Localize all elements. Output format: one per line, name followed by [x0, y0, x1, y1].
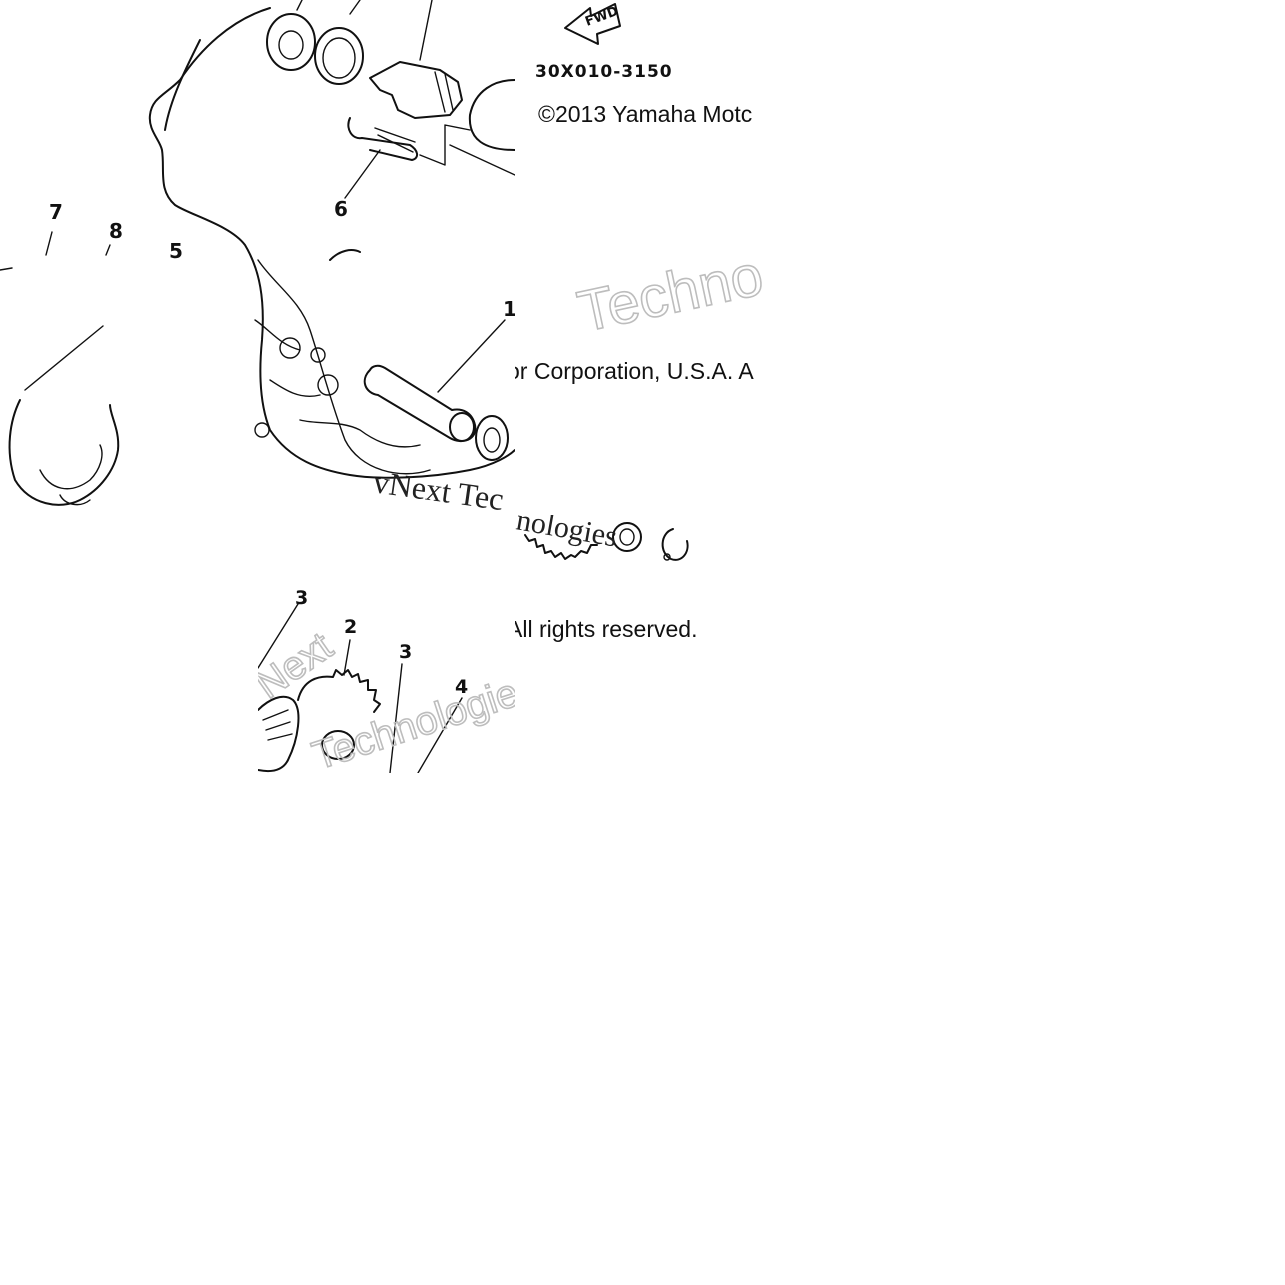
copyright-line-1: ©2013 Yamaha Motc	[538, 101, 753, 127]
callout-7: 7	[49, 200, 63, 224]
fwd-arrow-icon	[564, 3, 621, 45]
diagram-tile-right: FWD 30X010-3150 Techno ©2013 Yamaha Motc…	[515, 0, 773, 515]
gear-icon	[297, 669, 381, 713]
gear-icon	[524, 534, 598, 560]
callout-3: 3	[295, 587, 308, 609]
circlip-icon	[661, 528, 689, 561]
gear-drawing: nologies	[515, 515, 689, 561]
engine-case-drawing: vNext Tec 7 8 5 6 1	[0, 0, 515, 515]
gear-cluster-drawing: Next Technologies 3 2 3 4	[258, 587, 515, 773]
callout-6: 6	[334, 197, 348, 221]
fwd-arrow-drawing: FWD 30X010-3150 Techno	[535, 3, 769, 346]
callout-1: 1	[503, 297, 515, 321]
diagram-tile-middle: nologies All rights reserved.	[515, 515, 773, 655]
callout-4: 4	[455, 676, 468, 698]
callout-3: 3	[399, 641, 412, 663]
callout-2: 2	[344, 616, 357, 638]
copyright-line-2: or Corporation, U.S.A. A	[515, 358, 754, 384]
watermark-text: vNext Tec	[371, 463, 506, 515]
watermark-text: nologies	[515, 515, 620, 554]
callout-5: 5	[169, 239, 183, 263]
part-code: 30X010-3150	[535, 62, 673, 82]
callout-8: 8	[109, 219, 123, 243]
watermark-text: Techno	[572, 242, 768, 344]
watermark-text: Technologies	[307, 665, 515, 773]
copyright-line-3: All rights reserved.	[515, 616, 698, 642]
diagram-tile-top-left: vNext Tec 7 8 5 6 1	[0, 0, 515, 515]
diagram-tile-bottom: Next Technologies 3 2 3 4	[258, 580, 515, 773]
